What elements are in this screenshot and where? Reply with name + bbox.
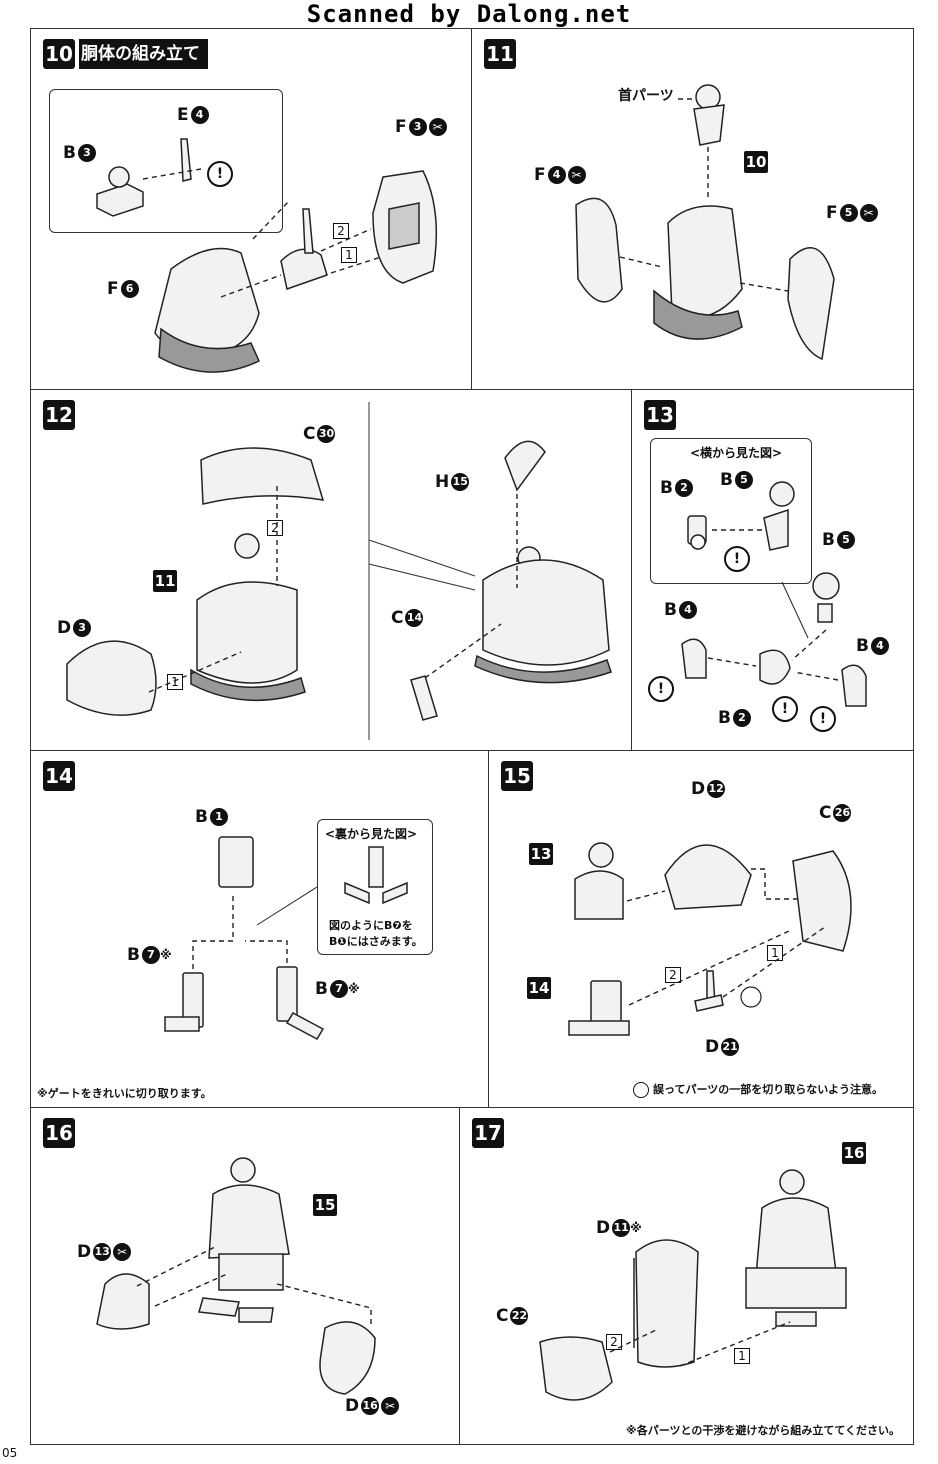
step-number: 13 — [644, 400, 676, 430]
inset-caption-2: B❶にはさみます。 — [329, 935, 423, 948]
cut-icon: ✂ — [381, 1397, 400, 1415]
step-16-illustration — [96, 1157, 376, 1395]
step-14-illustration — [164, 836, 408, 1040]
order-2: 2 — [267, 520, 283, 536]
caution-icon: ! — [207, 161, 233, 187]
neck-part-label: 首パーツ — [618, 88, 674, 104]
order-1: 1 — [167, 674, 183, 690]
ref-step-10: 10 — [744, 151, 768, 173]
caution-icon: ! — [772, 696, 798, 722]
order-2: 2 — [333, 223, 349, 239]
step-number: 10 — [43, 39, 75, 69]
section-title: 胴体の組み立て — [79, 39, 208, 69]
step-11-illustration — [575, 84, 835, 361]
order-1: 1 — [341, 247, 357, 263]
caution-icon: ! — [810, 706, 836, 732]
step-number: 11 — [484, 39, 516, 69]
caution-icon: ! — [648, 676, 674, 702]
step-15-illustration — [568, 842, 852, 1036]
cut-icon: ✂ — [567, 166, 586, 184]
ref-step-15: 15 — [313, 1194, 337, 1216]
cut-icon: ✂ — [428, 118, 447, 136]
inset-title: <横から見た図> — [690, 446, 783, 460]
cut-icon: ✂ — [113, 1243, 132, 1261]
step-10-illustration — [96, 138, 438, 373]
no-cut-icon — [633, 1082, 649, 1098]
cut-icon: ✂ — [859, 204, 878, 222]
order-2: 2 — [665, 967, 681, 983]
order-1: 1 — [734, 1348, 750, 1364]
caution-icon: ! — [724, 546, 750, 572]
inset-caption-1: 図のようにB❼を — [329, 919, 413, 932]
step-number: 16 — [43, 1118, 75, 1148]
interference-note: ※各パーツとの干渉を避けながら組み立ててください。 — [626, 1424, 901, 1437]
step-number: 17 — [472, 1118, 504, 1148]
gate-note: ※ゲートをきれいに切り取ります。 — [37, 1087, 212, 1100]
ref-step-11: 11 — [153, 570, 177, 592]
step-number: 14 — [43, 761, 75, 791]
cut-caution-note: 誤ってパーツの一部を切り取らないよう注意。 — [633, 1081, 883, 1098]
step-number: 15 — [501, 761, 533, 791]
step-13-illustration — [681, 481, 867, 707]
ref-step-16: 16 — [842, 1142, 866, 1164]
step-number: 12 — [43, 400, 75, 430]
ref-step-13: 13 — [529, 843, 553, 865]
page-number: 05 — [2, 1446, 18, 1460]
step-12-illustration — [66, 402, 612, 740]
inset-title: <裏から見た図> — [325, 827, 418, 841]
scan-header: Scanned by Dalong.net — [306, 0, 632, 28]
step-17-illustration — [539, 1169, 847, 1401]
ref-step-14: 14 — [527, 977, 551, 999]
